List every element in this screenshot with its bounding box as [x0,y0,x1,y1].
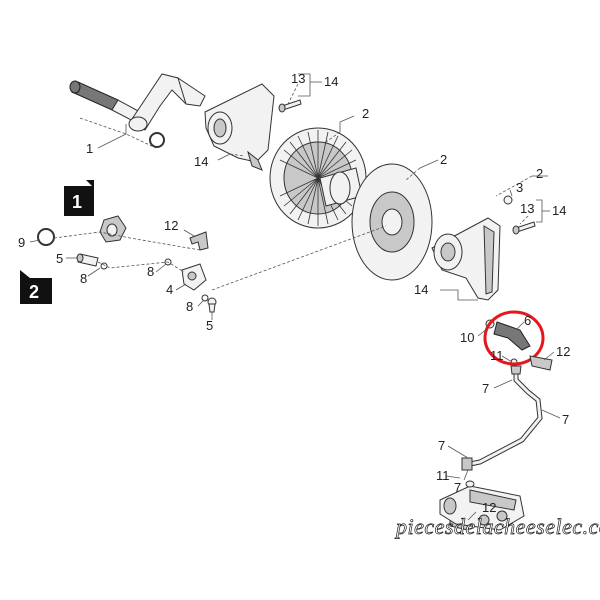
screw-3 [503,195,513,205]
label-part-3: 3 [516,180,523,195]
label-part-7-c: 7 [438,438,445,453]
label-part-12-top: 12 [164,218,178,233]
handle-grip [69,80,141,123]
reel-drum [269,127,367,229]
reel-disc [351,163,433,281]
leader-lines [29,73,561,521]
nut [99,215,127,243]
assembly-marker-1: 1 [64,180,94,216]
hose-pipe [461,365,543,471]
label-part-7-a: 7 [482,381,489,396]
seal-8b [164,258,172,266]
clip-top [189,231,209,251]
label-part-1: 1 [86,141,93,156]
screw-13-top [278,99,302,113]
label-part-7-b: 7 [562,412,569,427]
seal-8c [201,294,209,302]
pump-block [439,480,525,531]
screw-5-bottom [207,297,217,313]
connector-4 [181,263,207,291]
watermark-text: piecesdelacheeselec.com [394,514,600,539]
label-part-14-right: 14 [552,203,566,218]
marker-2-text: 2 [29,282,39,302]
label-part-13-right: 13 [520,201,534,216]
label-part-7-d: 7 [454,480,461,495]
label-part-11-bottom: 11 [436,468,450,483]
label-part-6: 6 [524,313,531,328]
label-part-8-mid: 8 [147,264,154,279]
label-part-4: 4 [166,282,173,297]
clip-right [529,355,553,371]
label-part-8-left: 8 [80,271,87,286]
highlight-circle [483,310,545,366]
handle-arm [128,73,206,132]
assembly-marker-2: 2 [20,270,52,304]
label-part-2-top: 2 [362,106,369,121]
label-part-12-right: 12 [556,344,570,359]
label-part-2-mid: 2 [440,152,447,167]
label-part-13-top: 13 [291,71,305,86]
part-labels: 1 13 14 2 14 2 2 3 13 14 14 12 9 5 8 8 4… [18,71,570,515]
label-part-14-lower: 14 [414,282,428,297]
label-part-5-bottom: 5 [206,318,213,333]
screw-5-left [76,253,99,267]
o-ring-1 [149,132,165,148]
label-part-8-bottom: 8 [186,299,193,314]
label-part-14-left: 14 [194,154,208,169]
label-part-12-bottom: 12 [482,500,496,515]
label-part-5-left: 5 [56,251,63,266]
mounting-bracket [204,83,275,171]
o-ring-9 [37,228,55,246]
screw-13-right [512,221,536,235]
label-part-11-top: 11 [490,348,504,363]
seal-8a [100,262,108,270]
label-part-2-right: 2 [536,166,543,181]
side-bracket [431,217,501,301]
label-part-10: 10 [460,330,474,345]
label-part-9: 9 [18,235,25,250]
marker-1-text: 1 [72,192,82,212]
label-part-14-top: 14 [324,74,338,89]
